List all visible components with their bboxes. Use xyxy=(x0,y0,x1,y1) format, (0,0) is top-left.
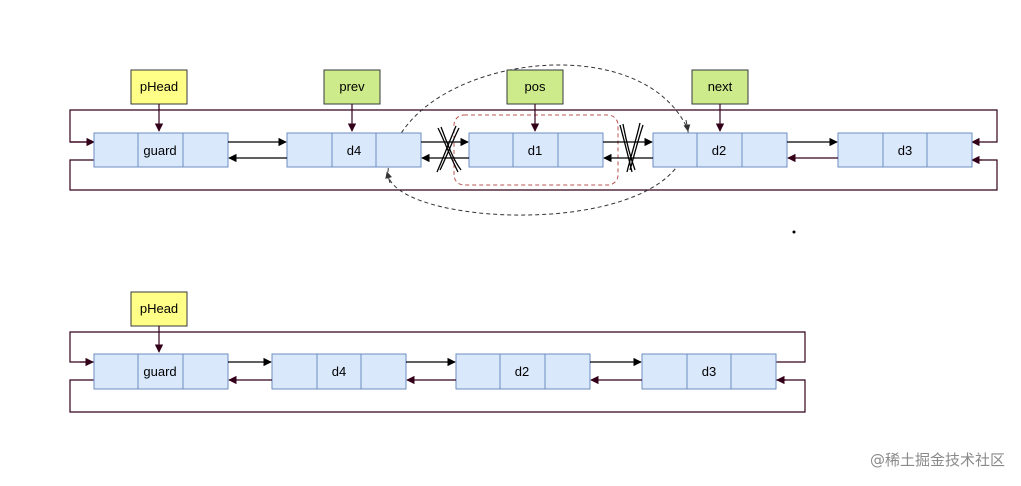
dashed-removal-box xyxy=(453,114,619,186)
cross-mark-right xyxy=(619,122,644,173)
bottom-node-d2: d2 xyxy=(455,353,591,390)
top-node-d1: d1 xyxy=(468,132,604,168)
node-label: d2 xyxy=(515,364,529,379)
pointer-prev: prev xyxy=(323,69,381,132)
node-label: d2 xyxy=(712,143,726,158)
node-label: d3 xyxy=(702,364,716,379)
top-node-d4: d4 xyxy=(286,132,422,168)
node-label: guard xyxy=(143,364,176,379)
svg-text:pos: pos xyxy=(525,79,546,94)
node-label: d4 xyxy=(332,364,346,379)
top-node-guard: guard xyxy=(93,132,229,168)
bottom-node-guard: guard xyxy=(93,353,229,390)
bottom-diagram: guard d4 d2 d3 xyxy=(69,291,806,413)
svg-text:prev: prev xyxy=(339,79,365,94)
watermark-text: @稀土掘金技术社区 xyxy=(869,451,1005,469)
top-diagram: guard d4 d1 d2 d3 xyxy=(69,64,998,234)
node-label: guard xyxy=(143,143,176,158)
pointer-next: next xyxy=(691,69,749,132)
stray-dot xyxy=(792,230,796,234)
svg-text:pHead: pHead xyxy=(140,301,178,316)
bottom-pointer-phead: pHead xyxy=(130,291,188,353)
pointer-pos: pos xyxy=(506,69,564,132)
cross-mark-left xyxy=(436,125,462,173)
node-label: d1 xyxy=(528,143,542,158)
svg-text:pHead: pHead xyxy=(140,79,178,94)
svg-text:next: next xyxy=(708,79,733,94)
top-circular-links xyxy=(69,109,998,191)
top-node-d3: d3 xyxy=(837,132,973,168)
pointer-phead: pHead xyxy=(130,69,188,132)
node-label: d3 xyxy=(898,143,912,158)
bottom-node-d4: d4 xyxy=(271,353,407,390)
bottom-node-d3: d3 xyxy=(641,353,777,390)
dashed-orbit-path xyxy=(387,64,689,216)
node-label: d4 xyxy=(347,143,361,158)
top-node-d2: d2 xyxy=(652,132,788,168)
bottom-circular-links xyxy=(69,331,806,413)
bottom-node-links xyxy=(228,357,642,385)
